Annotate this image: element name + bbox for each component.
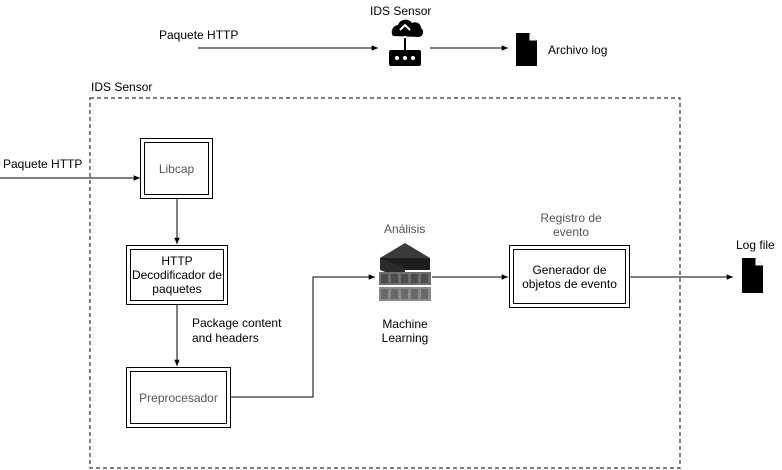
registro-label-line1: Registro de [540, 211, 602, 225]
preprocesador-label: Preprocesador [139, 390, 218, 405]
ml-label-line1: Machine [382, 317, 428, 331]
top-input-label: Paquete HTTP [159, 28, 239, 42]
machine-learning-stack-icon [379, 243, 431, 301]
generator-box: Generador de objetos de evento [509, 245, 630, 308]
decoder-line3: paquetes [152, 282, 202, 296]
router-cloud-icon [389, 19, 424, 66]
top-sensor-title: IDS Sensor [370, 4, 432, 18]
preprocesador-to-ml-arrow [231, 274, 375, 398]
log-document-icon [742, 258, 763, 293]
container-title: IDS Sensor [91, 80, 153, 94]
libcap-box: Libcap [140, 138, 213, 199]
decoder-line1: HTTP [161, 254, 193, 268]
ids-sensor-container [89, 97, 681, 469]
analysis-title: Análisis [384, 222, 426, 236]
generator-line2: objetos de evento [522, 276, 617, 291]
package-label-line1: Package content [192, 316, 282, 330]
generator-line1: Generador de [532, 262, 607, 277]
package-label-line2: and headers [192, 331, 259, 345]
top-output-label: Archivo log [548, 43, 608, 57]
libcap-label: Libcap [158, 161, 195, 176]
decoder-box: HTTP Decodificador de paquetes [126, 245, 228, 305]
preprocesador-box: Preprocesador [126, 367, 231, 428]
ml-label-line2: Learning [381, 331, 429, 345]
flow-input-label: Paquete HTTP [3, 157, 83, 171]
log-file-label: Log file [736, 238, 775, 252]
registro-label-line2: evento [552, 225, 590, 239]
decoder-line2: Decodificador de [131, 268, 223, 282]
